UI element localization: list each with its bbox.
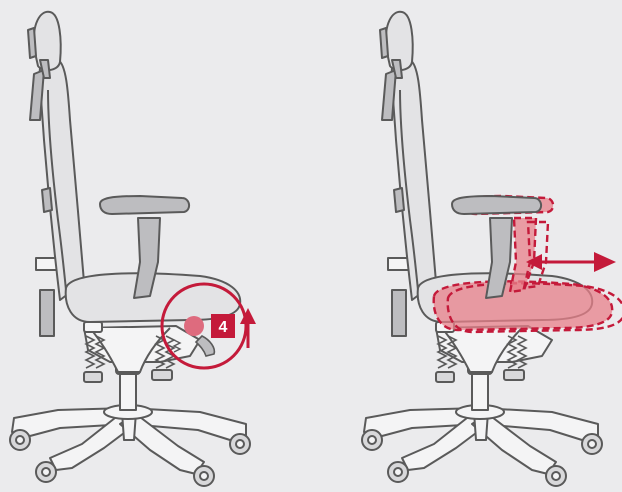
chair-after-panel [362,12,622,486]
chair-before-panel: 4 [10,12,256,486]
step-number: 4 [219,319,228,336]
slide-double-arrow-icon [526,252,616,272]
seat-slide-positions [434,196,622,332]
step-badge: 4 [211,314,235,338]
